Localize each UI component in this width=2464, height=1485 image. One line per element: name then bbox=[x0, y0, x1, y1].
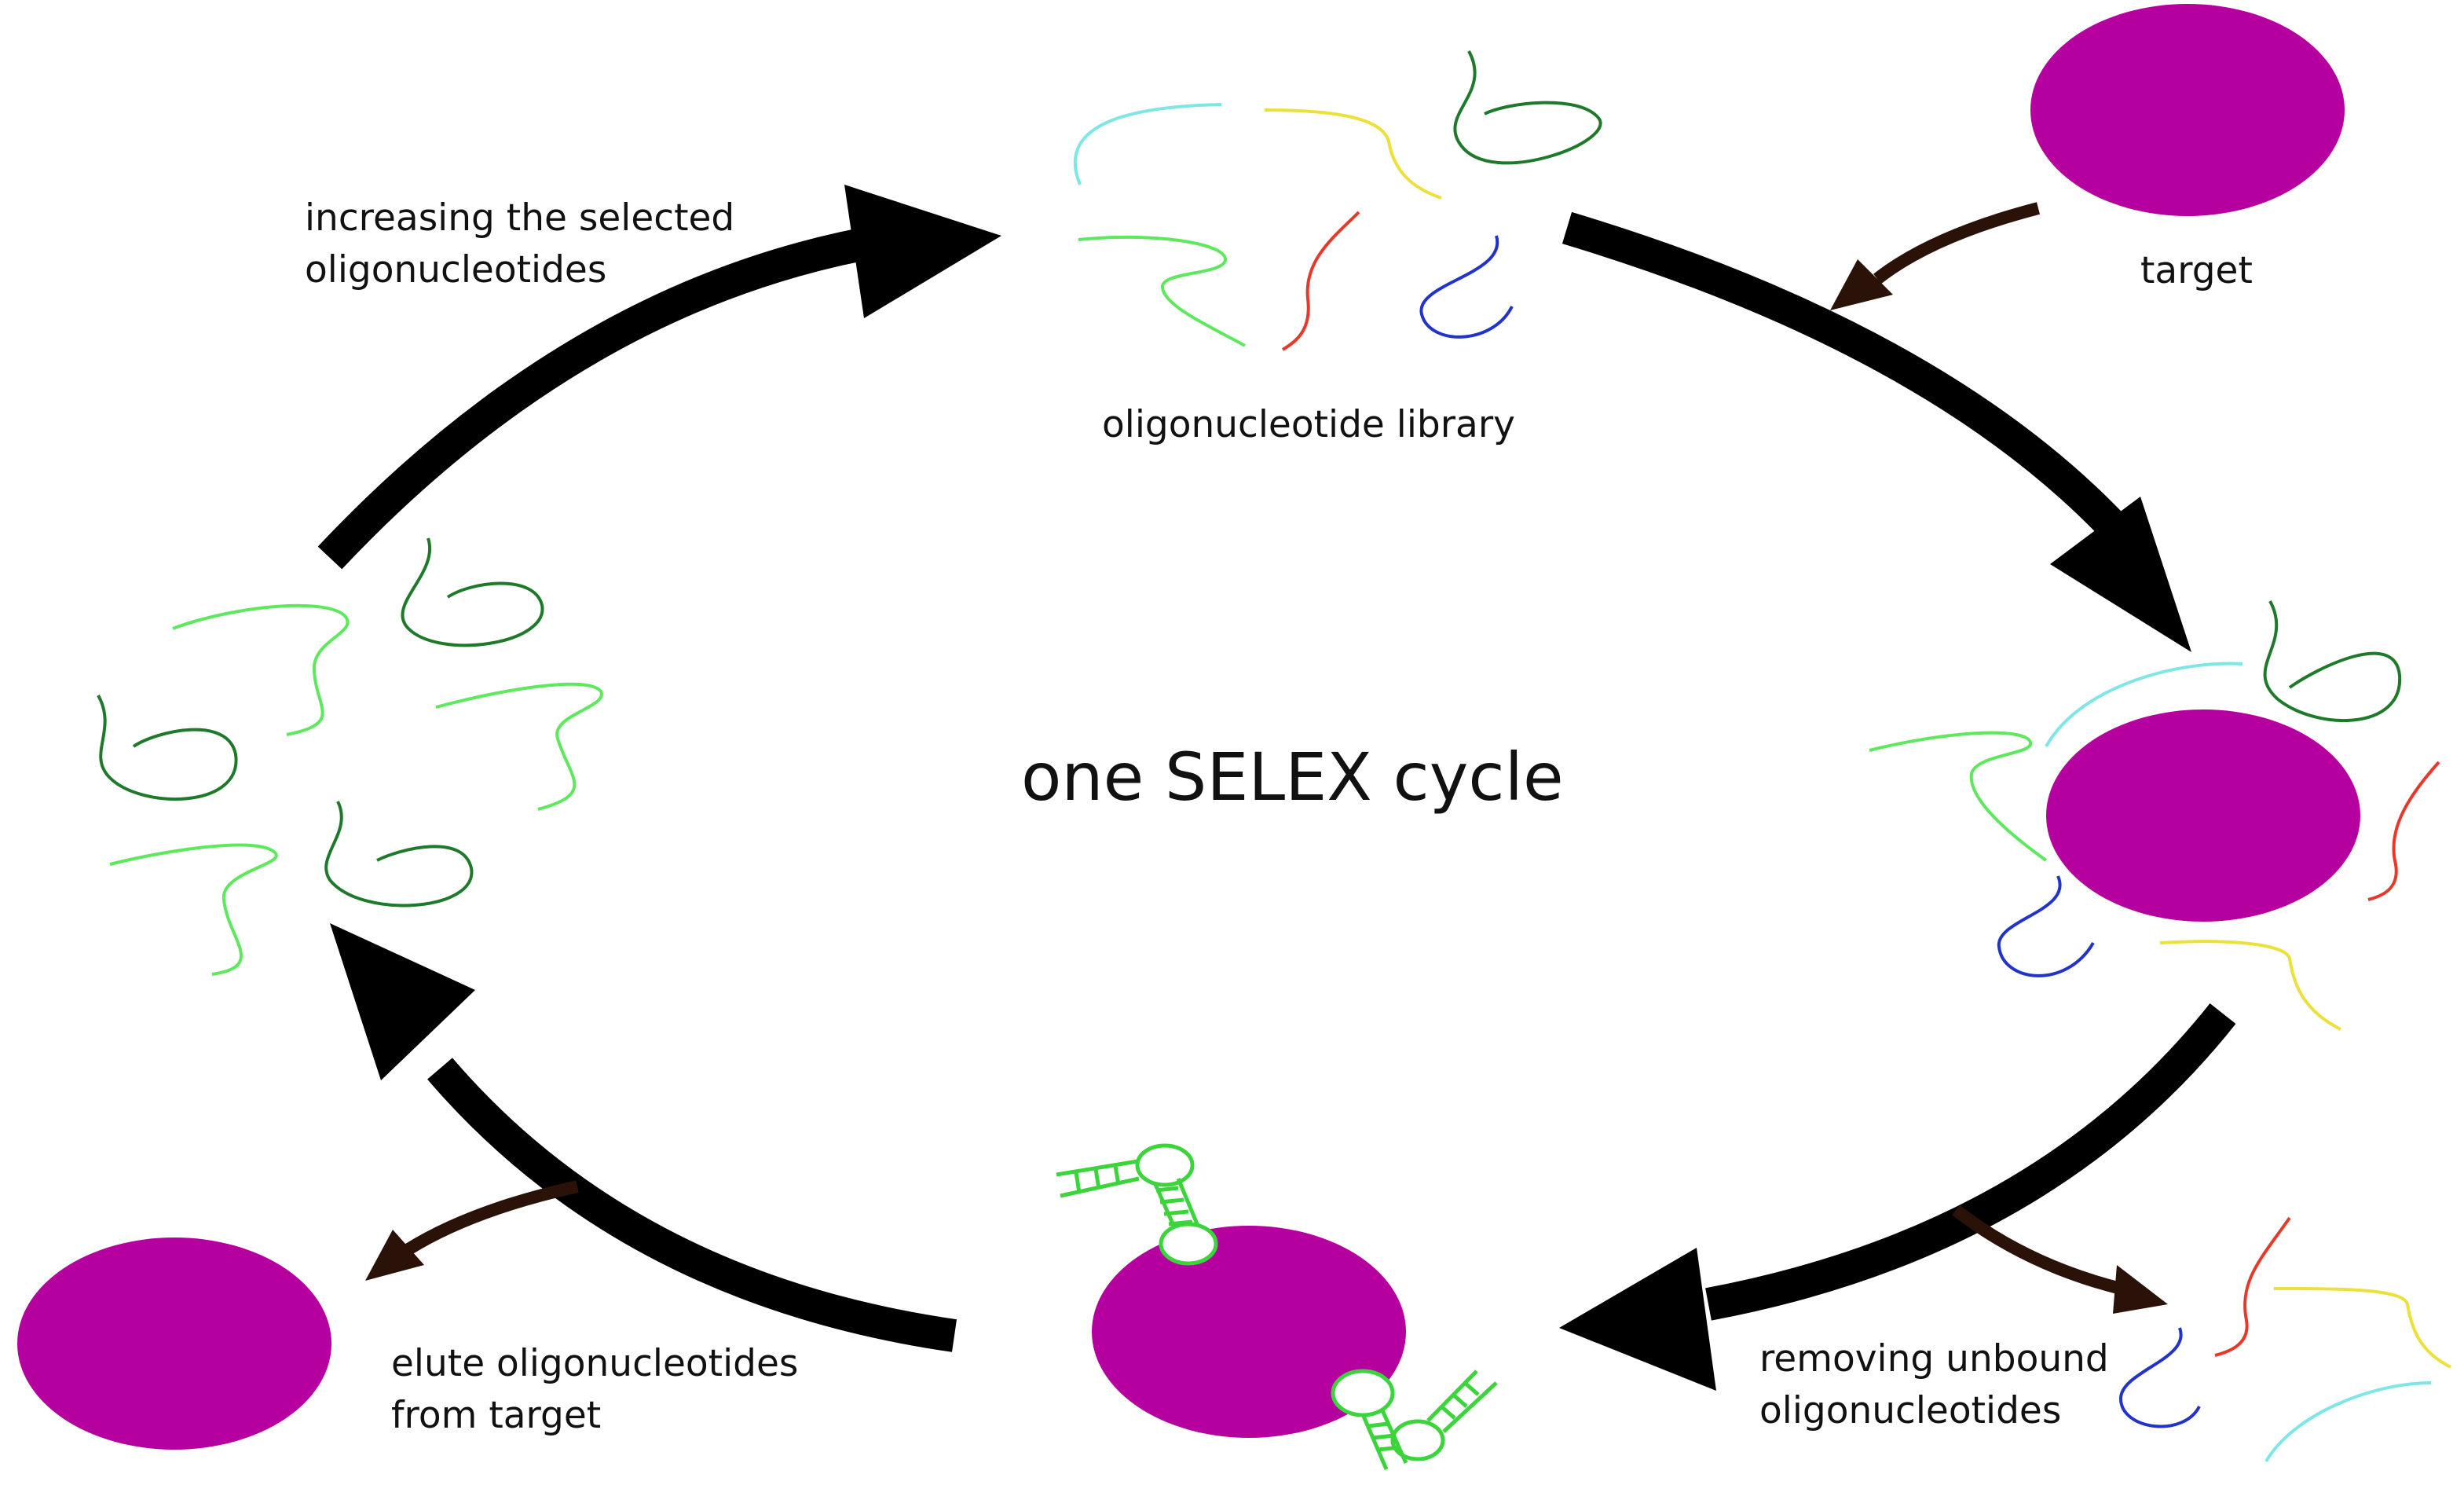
removed-unbound-strands bbox=[2118, 1216, 2451, 1463]
target-ellipse-bottom-bound bbox=[1092, 1226, 1406, 1438]
cycle-arrow-top-left bbox=[317, 185, 1001, 570]
target-ellipse-right-binding bbox=[2046, 710, 2360, 922]
label-elute-line1: elute oligonucleotides bbox=[391, 1342, 799, 1385]
cycle-arrow-bottom-left bbox=[330, 923, 957, 1352]
cycle-arrow-bottom-right bbox=[1559, 1003, 2236, 1391]
aptamer-hairpin-upper bbox=[1056, 1143, 1218, 1266]
cycle-arrow-top-right bbox=[1562, 211, 2191, 652]
label-oligonucleotide-library: oligonucleotide library bbox=[1102, 403, 1515, 446]
side-arrow-target-in bbox=[1830, 202, 2041, 310]
aptamer-hairpin-lower bbox=[1331, 1369, 1498, 1470]
diagram-title: one SELEX cycle bbox=[1021, 739, 1564, 816]
strands-around-right-target bbox=[1869, 600, 2440, 1031]
side-arrow-remove-unbound bbox=[1952, 1204, 2168, 1314]
label-increasing-line2: oligonucleotides bbox=[305, 248, 607, 292]
target-ellipse-eluted bbox=[17, 1238, 331, 1450]
label-elute-line2: from target bbox=[391, 1394, 602, 1437]
oligonucleotide-library-strands bbox=[1073, 50, 1602, 351]
label-removing-line1: removing unbound bbox=[1759, 1337, 2109, 1380]
label-increasing-line1: increasing the selected bbox=[305, 196, 735, 240]
amplified-strands bbox=[97, 537, 603, 976]
side-arrow-elute bbox=[365, 1180, 579, 1281]
label-removing-line2: oligonucleotides bbox=[1759, 1389, 2062, 1432]
label-target: target bbox=[2140, 249, 2253, 292]
target-ellipse-top-right bbox=[2030, 4, 2345, 216]
